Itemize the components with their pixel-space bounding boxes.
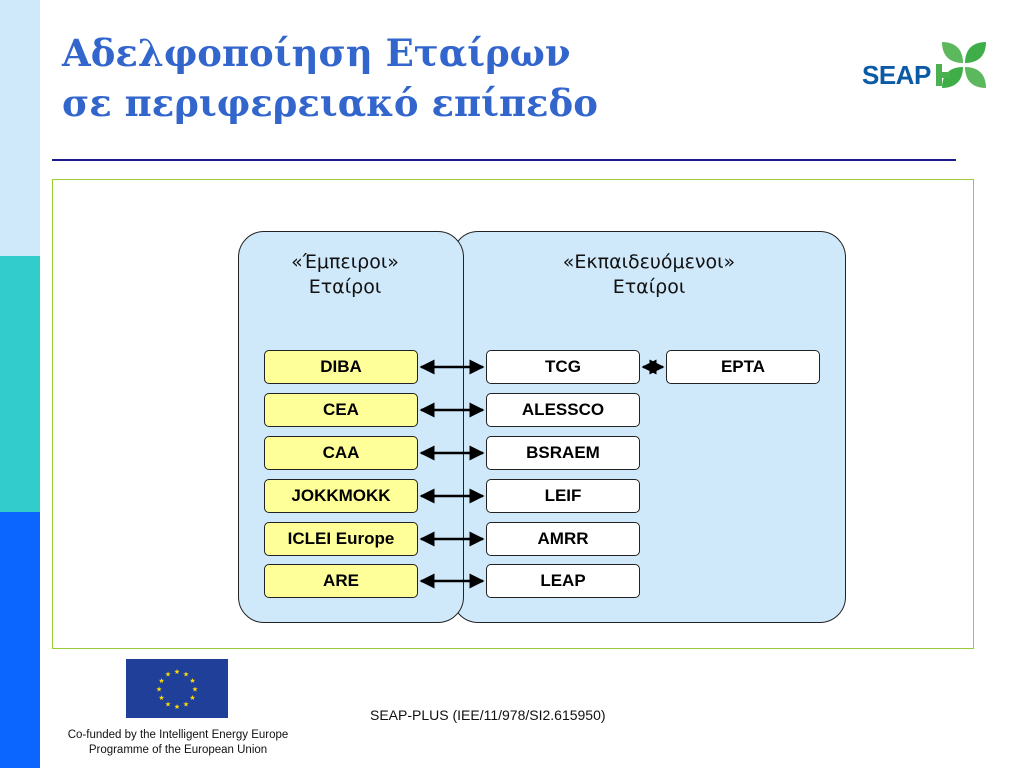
experienced-heading-line-2: Εταίροι bbox=[308, 276, 382, 298]
experienced-partner-box: CAA bbox=[264, 436, 418, 470]
extra-trainee-partner-box: EPTA bbox=[666, 350, 820, 384]
svg-text:★: ★ bbox=[158, 694, 164, 702]
svg-text:★: ★ bbox=[174, 703, 180, 711]
trainee-heading-line-1: «Εκπαιδευόμενοι» bbox=[562, 251, 736, 273]
trainee-partner-box: BSRAEM bbox=[486, 436, 640, 470]
experienced-partner-box: DIBA bbox=[264, 350, 418, 384]
cofunded-line-1: Co-funded by the Intelligent Energy Euro… bbox=[67, 729, 289, 741]
experienced-partner-box: CEA bbox=[264, 393, 418, 427]
svg-text:★: ★ bbox=[189, 694, 195, 702]
trainee-partner-box: AMRR bbox=[486, 522, 640, 556]
svg-text:★: ★ bbox=[156, 686, 162, 694]
leaf-plus-icon bbox=[936, 42, 986, 88]
svg-text:★: ★ bbox=[165, 701, 171, 709]
experienced-partners-heading: «Έμπειροι» Εταίροι bbox=[238, 250, 452, 300]
cofunded-caption: Co-funded by the Intelligent Energy Euro… bbox=[44, 728, 312, 758]
side-strip-blue bbox=[0, 512, 40, 768]
experienced-partner-box: ICLEI Europe bbox=[264, 522, 418, 556]
trainee-partner-box: ALESSCO bbox=[486, 393, 640, 427]
side-strip-teal bbox=[0, 256, 40, 512]
trainee-partner-box: LEAP bbox=[486, 564, 640, 598]
svg-text:★: ★ bbox=[183, 671, 189, 679]
trainee-partners-heading: «Εκπαιδευόμενοι» Εταίροι bbox=[460, 250, 838, 300]
svg-text:★: ★ bbox=[158, 677, 164, 685]
trainee-partner-box: TCG bbox=[486, 350, 640, 384]
slide-title: Αδελφοποίηση Εταίρων σε περιφερειακό επί… bbox=[62, 28, 782, 128]
slide-title-line-1: Αδελφοποίηση Εταίρων bbox=[62, 31, 571, 75]
title-divider bbox=[52, 159, 956, 161]
side-strip-light bbox=[0, 0, 40, 256]
cofunded-line-2: Programme of the European Union bbox=[88, 744, 268, 756]
trainee-heading-line-2: Εταίροι bbox=[612, 276, 686, 298]
svg-text:★: ★ bbox=[192, 686, 198, 694]
experienced-partner-box: ARE bbox=[264, 564, 418, 598]
experienced-partners-panel bbox=[238, 231, 464, 623]
svg-text:★: ★ bbox=[174, 668, 180, 676]
logo-text: SEAP bbox=[862, 60, 931, 90]
svg-text:★: ★ bbox=[189, 677, 195, 685]
trainee-partners-panel bbox=[452, 231, 846, 623]
slide-title-line-2: σε περιφερειακό επίπεδο bbox=[62, 81, 598, 125]
experienced-partner-box: JOKKMOKK bbox=[264, 479, 418, 513]
eu-stars-icon: ★ ★ ★ ★ ★ ★ ★ ★ ★ ★ ★ ★ bbox=[156, 668, 198, 711]
svg-text:★: ★ bbox=[183, 701, 189, 709]
experienced-heading-line-1: «Έμπειροι» bbox=[291, 251, 399, 273]
eu-flag: ★ ★ ★ ★ ★ ★ ★ ★ ★ ★ ★ ★ bbox=[126, 659, 228, 718]
svg-text:★: ★ bbox=[165, 671, 171, 679]
project-code: SEAP-PLUS (IEE/11/978/SI2.615950) bbox=[370, 707, 606, 723]
seap-plus-logo: SEAP bbox=[862, 38, 992, 94]
trainee-partner-box: LEIF bbox=[486, 479, 640, 513]
